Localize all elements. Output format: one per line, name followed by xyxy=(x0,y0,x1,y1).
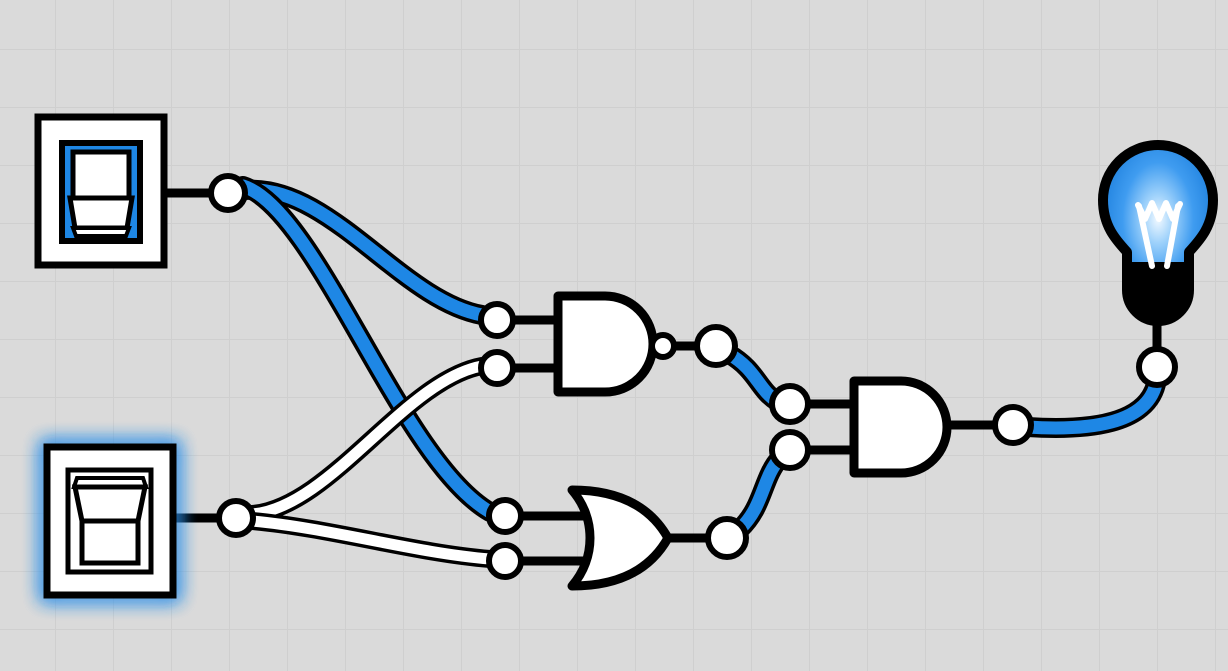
wire-switch1-to-nand-a[interactable] xyxy=(234,179,492,325)
nand-gate[interactable] xyxy=(553,291,677,397)
node-switch-2-output[interactable] xyxy=(216,498,256,538)
toggle-switch-2[interactable] xyxy=(43,443,177,599)
wire-or-to-and-b[interactable] xyxy=(730,448,790,539)
and-gate[interactable] xyxy=(849,376,952,478)
node-nand-output[interactable] xyxy=(694,324,738,368)
nand-inversion-bubble-icon xyxy=(649,332,677,360)
terminal-legs-layer xyxy=(166,188,1162,566)
node-or-input-a[interactable] xyxy=(486,497,524,535)
wire-and-to-bulb[interactable] xyxy=(1017,374,1166,438)
toggle-switch-1[interactable] xyxy=(34,113,168,269)
node-switch-1-output[interactable] xyxy=(208,173,248,213)
node-bulb-input[interactable] xyxy=(1136,346,1178,388)
node-nand-input-a[interactable] xyxy=(478,301,516,339)
node-nand-input-b[interactable] xyxy=(478,349,516,387)
or-gate[interactable] xyxy=(567,485,673,591)
node-and-input-a[interactable] xyxy=(769,383,811,425)
wire-switch2-to-nand-b[interactable] xyxy=(243,357,491,523)
connection-nodes-layer xyxy=(208,173,1178,580)
wire-switch2-to-or-b[interactable] xyxy=(243,512,499,568)
bulb-filament-icon xyxy=(1135,200,1183,269)
wire-switch1-to-or-a[interactable] xyxy=(233,176,500,522)
wire-nand-to-and-a[interactable] xyxy=(719,344,788,412)
light-bulb[interactable] xyxy=(1095,140,1223,342)
node-and-output[interactable] xyxy=(992,404,1034,446)
node-or-input-b[interactable] xyxy=(486,542,524,580)
node-or-output[interactable] xyxy=(705,516,749,560)
node-and-input-b[interactable] xyxy=(769,429,811,471)
wires-layer xyxy=(233,176,1166,568)
